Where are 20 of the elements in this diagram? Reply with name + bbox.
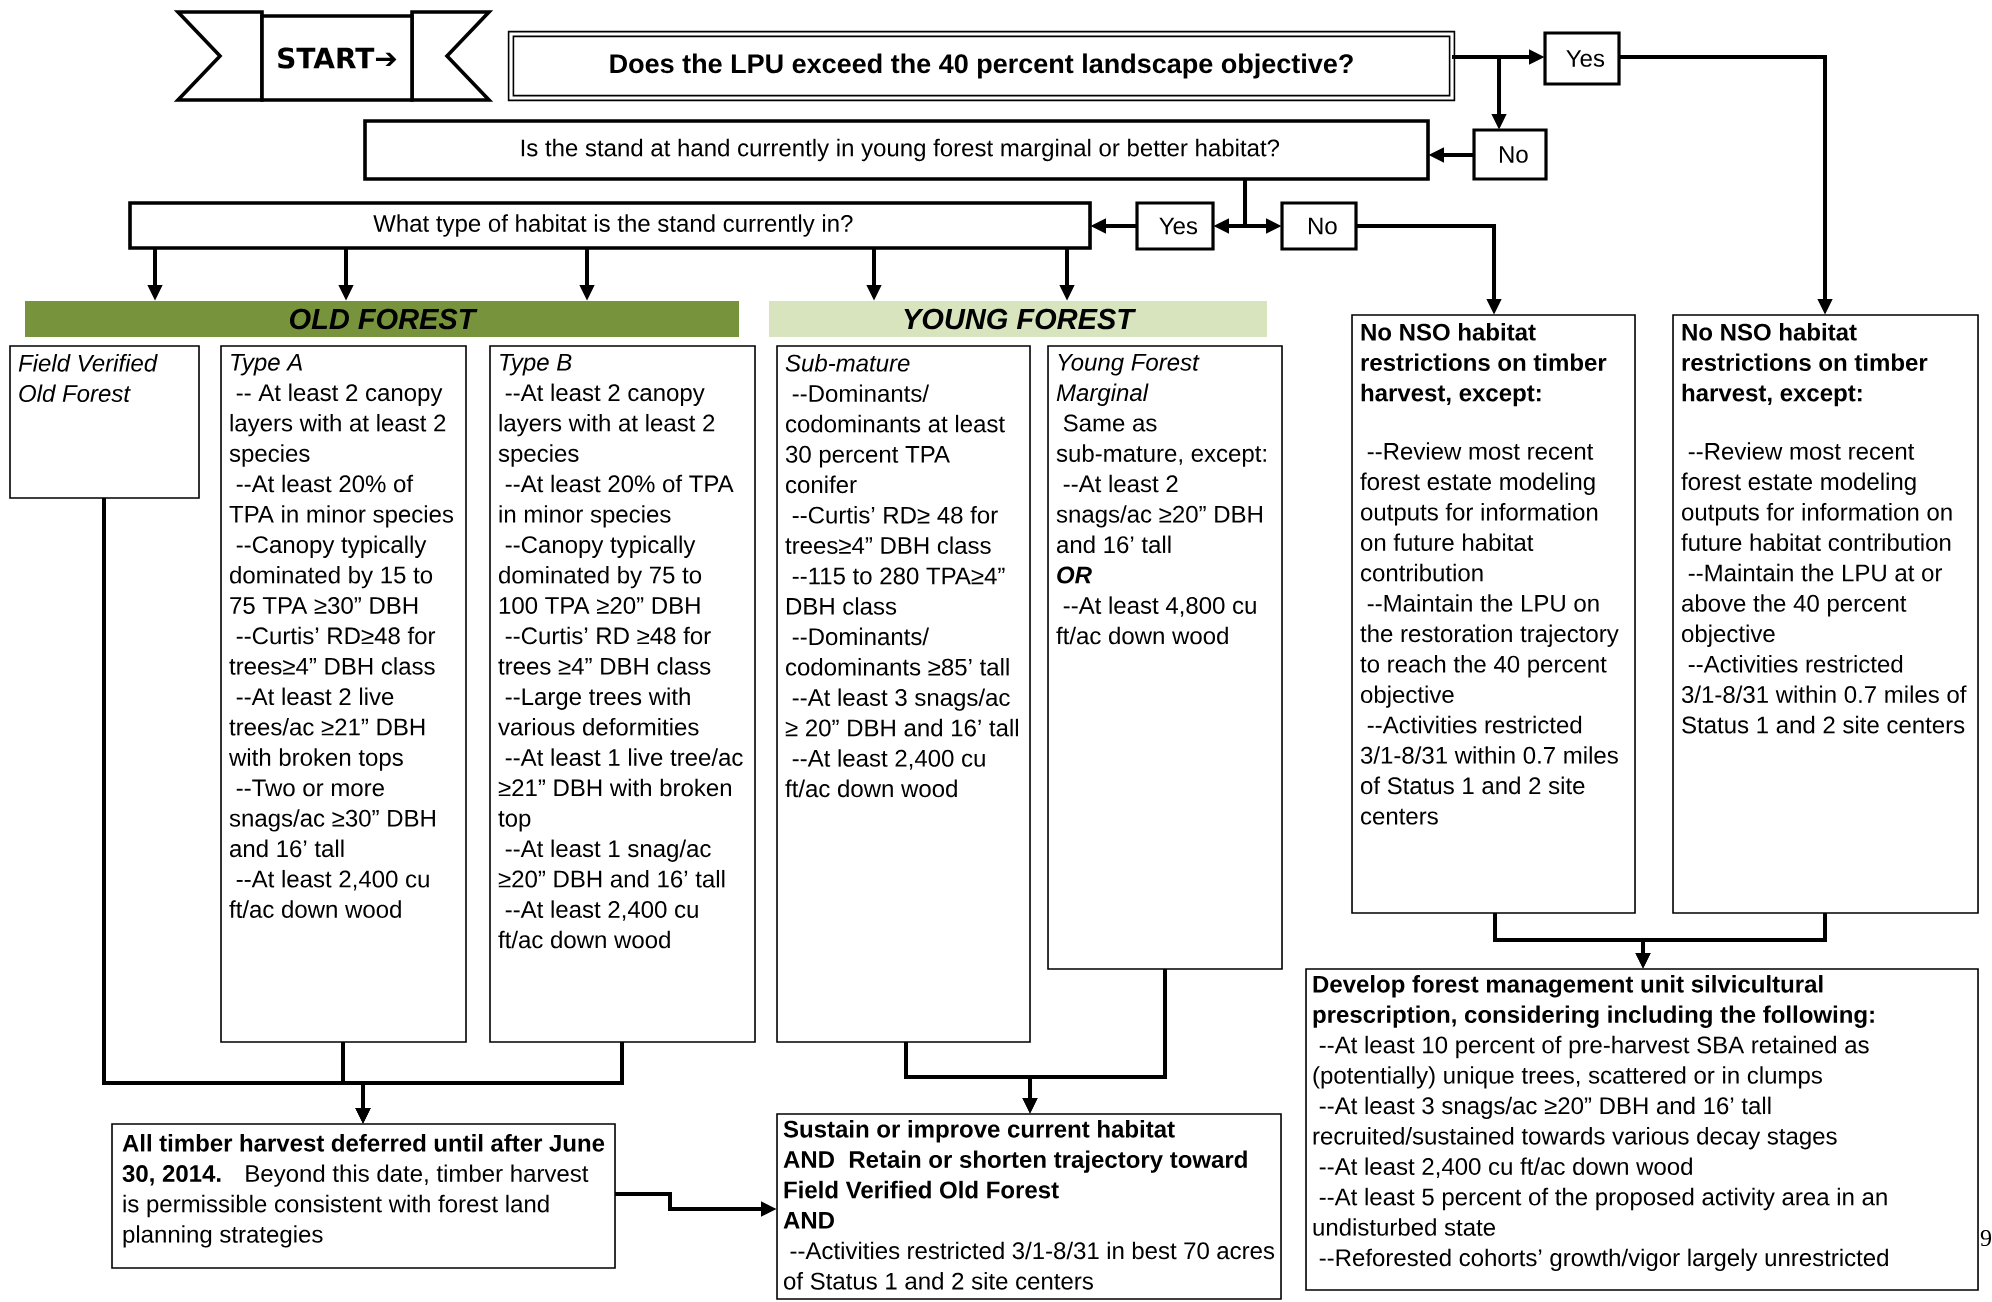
question-box: What type of habitat is the stand currently in? xyxy=(128,201,1092,250)
question-box: Does the LPU exceed the 40 percent landscape objective? xyxy=(507,30,1456,102)
criteria-box: Type B --At least 2 canopy layers with at least 2 species --At least 20% of TPA in minor species --Canopy typically dominated by 75 to 100 TPA ≥20” DBH --Curtis’ RD ≥48 for trees ≥4” DBH class --Large trees with various deformities --At least 1 live tree/ac ≥21” DBH with broken top --At least 1 snag/ac ≥20” DBH and 16’ tall --At least 2,400 cu ft/ac down wood xyxy=(489,345,756,1043)
criteria-box: Sub-mature --Dominants/ codominants at least 30 percent TPA conifer --Curtis’ RD≥ 48 for trees≥4” DBH class --115 to 280 TPA≥4” DBH class --Dominants/ codominants ≥85’ tall --At least 3 snags/ac ≥ 20” DBH and 16’ tall --At least 2,400 cu ft/ac down wood xyxy=(776,345,1031,1043)
criteria-box: Type A -- At least 2 canopy layers with at least 2 species --At least 20% of TPA in minor species --Canopy typically dominated by 15 to 75 TPA ≥30” DBH --Curtis’ RD≥48 for trees≥4” DBH class --At least 2 live trees/ac ≥21” DBH with broken tops --Two or more snags/ac ≥30” DBH and 16’ tall --At least 2,400 cu ft/ac down wood xyxy=(220,345,467,1043)
question-box: Is the stand at hand currently in young forest marginal or better habitat? xyxy=(363,119,1430,181)
outcome-box: No NSO habitat restrictions on timber harvest, except: --Review most recent forest estate modeling outputs for information on future habitat contribution --Maintain the LPU on the restoration trajectory to reach the 40 percent objective --Activities restricted 3/1-8/31 within 0.7 miles of Status 1 and 2 site centers xyxy=(1351,314,1636,914)
criteria-box: Field Verified Old Forest xyxy=(9,345,200,499)
choice-box: No xyxy=(1280,201,1358,251)
section-band: YOUNG FOREST xyxy=(769,301,1267,337)
section-band: OLD FOREST xyxy=(25,301,739,337)
criteria-box: Young Forest Marginal Same as sub-mature, except: --At least 2 snags/ac ≥20” DBH and 16’ tall OR --At least 4,800 cu ft/ac down wood xyxy=(1047,345,1283,970)
outcome-box: No NSO habitat restrictions on timber harvest, except: --Review most recent forest estate modeling outputs for information on future habitat contribution --Maintain the LPU at or above the 40 percent objective --Activities restricted 3/1-8/31 within 0.7 miles of Status 1 and 2 site centers xyxy=(1672,314,1979,914)
choice-box: Yes xyxy=(1135,201,1215,251)
choice-box: No xyxy=(1472,128,1548,181)
choice-box: Yes xyxy=(1543,31,1621,86)
outcome-box: All timber harvest deferred until after June 30, 2014. Beyond this date, timber harvest is permissible consistent with forest land planning strategies xyxy=(111,1123,616,1269)
outcome-box: Develop forest management unit silvicultural prescription, considering including the following: --At least 10 percent of pre-harvest SBA retained as (potentially) unique trees, scattered or in clumps --At least 3 snags/ac ≥20” DBH and 16’ tall recruited/sustained towards various decay stages --At least 2,400 cu ft/ac down wood --At least 5 percent of the proposed activity area in an undisturbed state --Reforested cohorts’ growth/vigor largely unrestricted xyxy=(1305,968,1979,1291)
start-box: START➔ xyxy=(260,14,414,102)
outcome-box: Sustain or improve current habitat AND Retain or shorten trajectory toward Field Verified Old Forest AND --Activities restricted 3/1-8/31 in best 70 acres of Status 1 and 2 site centers xyxy=(776,1113,1282,1300)
